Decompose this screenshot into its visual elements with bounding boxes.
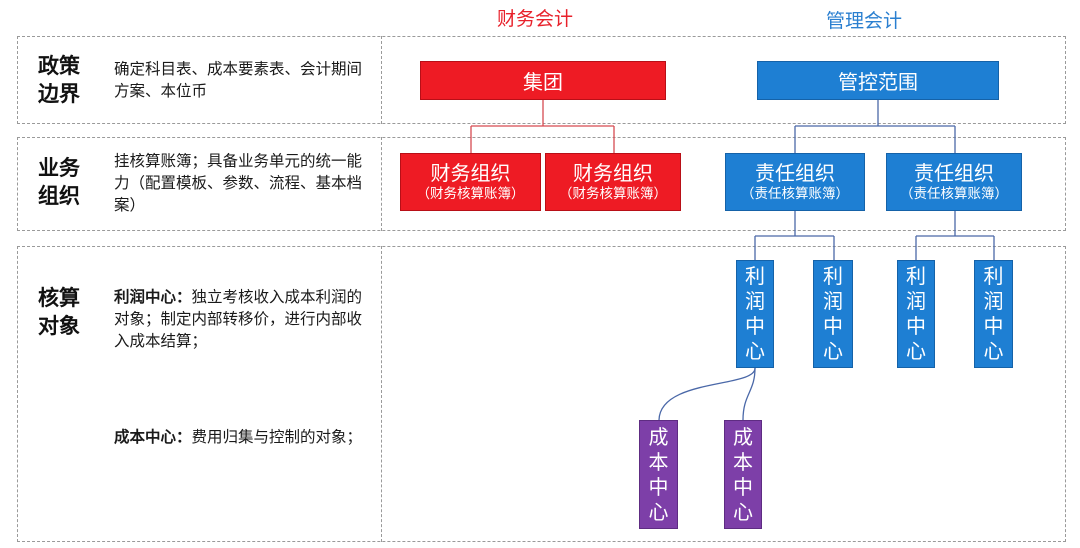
row-desc-business-org: 挂核算账簿；具备业务单元的统一能力（配置模板、参数、流程、基本档案） bbox=[114, 152, 363, 214]
row-title-business-org: 业务组织 bbox=[38, 156, 80, 208]
row-policy-boundary bbox=[17, 36, 1066, 124]
responsibility-org-node-1: 责任组织 （责任核算账簿） bbox=[725, 153, 865, 211]
management-accounting-header: 管理会计 bbox=[826, 10, 903, 32]
profit-center-node-4: 利润中心 bbox=[974, 260, 1013, 368]
finance-accounting-header: 财务会计 bbox=[497, 8, 574, 30]
group-node: 集团 bbox=[420, 61, 666, 100]
column-divider bbox=[381, 36, 382, 124]
column-divider bbox=[381, 137, 382, 231]
profit-center-node-1: 利润中心 bbox=[736, 260, 774, 368]
row-business-org bbox=[17, 137, 1066, 231]
column-divider bbox=[381, 246, 382, 542]
row-title-accounting-object: 核算对象 bbox=[38, 286, 80, 338]
profit-center-node-2: 利润中心 bbox=[813, 260, 853, 368]
row-desc-profit-center: 利润中心：独立考核收入成本利润的对象；制定内部转移价，进行内部收入成本结算； bbox=[114, 288, 363, 350]
row-title-policy-boundary: 政策边界 bbox=[38, 54, 80, 106]
row-accounting-object bbox=[17, 246, 1066, 542]
row-desc-policy-boundary: 确定科目表、成本要素表、会计期间方案、本位币 bbox=[114, 60, 363, 100]
control-scope-node: 管控范围 bbox=[757, 61, 999, 100]
cost-center-node-2: 成本中心 bbox=[724, 420, 762, 529]
cost-center-node-1: 成本中心 bbox=[639, 420, 678, 529]
responsibility-org-node-2: 责任组织 （责任核算账簿） bbox=[886, 153, 1022, 211]
profit-center-node-3: 利润中心 bbox=[897, 260, 935, 368]
row-desc-cost-center: 成本中心：费用归集与控制的对象； bbox=[114, 428, 363, 446]
finance-org-node-2: 财务组织 （财务核算账簿） bbox=[545, 153, 681, 211]
finance-org-node-1: 财务组织 （财务核算账簿） bbox=[400, 153, 541, 211]
